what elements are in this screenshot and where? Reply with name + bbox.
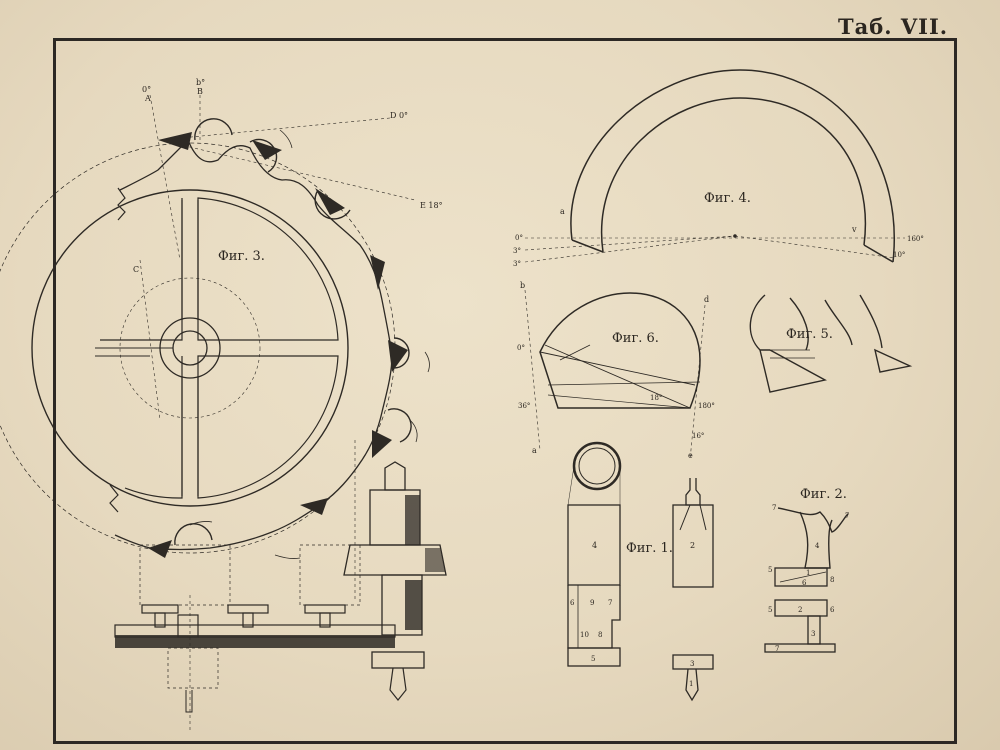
fig2-label-1: 1 <box>806 569 810 577</box>
fig4-label-10: 10° <box>893 251 905 259</box>
fig2-label-8: 8 <box>830 576 834 584</box>
fig4-title: Фиг. 4. <box>704 191 751 206</box>
fig3-label-e: E 18° <box>420 201 443 210</box>
fig2-label-2: 2 <box>798 606 802 614</box>
fig2-label-7c: 7 <box>775 645 779 653</box>
fig2-label-6b: 6 <box>830 606 835 614</box>
fig3-title: Фиг. 3. <box>218 249 265 264</box>
fig1-label-3: 3 <box>690 660 694 668</box>
fig1-label-2: 2 <box>690 541 695 550</box>
fig4-label-160: 160° <box>907 235 924 243</box>
fig1-title: Фиг. 1. <box>626 541 673 556</box>
fig2-label-7a: 7 <box>772 504 776 512</box>
fig3-label-a-deg: 0° <box>142 85 151 94</box>
fig6-label-e: e <box>688 451 693 460</box>
fig3-label-b: B <box>197 87 203 96</box>
fig2-label-4: 4 <box>815 542 820 550</box>
fig1-label-5: 5 <box>591 655 595 663</box>
fig2-label-5a: 5 <box>768 566 772 574</box>
fig6-title: Фиг. 6. <box>612 331 659 346</box>
fig1-label-1: 1 <box>689 680 693 688</box>
fig6-label-36: 36° <box>518 402 530 410</box>
fig2-label-7b: 7 <box>845 512 849 520</box>
fig3-label-c: C <box>133 265 139 274</box>
fig2-label-3: 3 <box>811 630 815 638</box>
fig3-label-b-deg: b° <box>196 78 205 87</box>
fig2-label-6a: 6 <box>802 579 807 587</box>
fig6-label-16: 16° <box>692 432 704 440</box>
fig4-label-a: a <box>560 207 565 216</box>
fig5-title: Фиг. 5. <box>786 327 833 342</box>
fig3-base-assembly <box>114 461 447 730</box>
fig2-label-5b: 5 <box>768 606 772 614</box>
fig4-arc: a v 0° 3° 3° 160° 10° Фиг. 4. <box>513 69 924 268</box>
fig6-label-a: a <box>532 446 537 455</box>
fig3-label-a: A <box>144 94 151 103</box>
fig1-label-8: 8 <box>598 631 602 639</box>
fig2-title: Фиг. 2. <box>800 487 847 502</box>
fig6-label-0: 0° <box>517 344 525 352</box>
plate-number: Таб. VII. <box>838 14 949 39</box>
fig6-label-18: 18° <box>650 394 662 402</box>
fig1-label-7: 7 <box>608 599 612 607</box>
fig3-escape-wheel: 0° A b° B C D 0° E 18° Фиг. 3. <box>0 78 443 600</box>
fig2-parts: Фиг. 2. 7 7 4 5 1 8 6 5 2 6 3 7 <box>764 487 849 653</box>
fig1-parts: 4 6 9 7 10 8 5 Фиг. 1. 2 3 1 <box>567 441 714 702</box>
fig1-label-4: 4 <box>592 541 597 550</box>
fig1-label-6: 6 <box>570 599 575 607</box>
fig6-label-b: b <box>520 281 525 290</box>
fig4-label-0: 0° <box>515 234 523 242</box>
fig6-pallet: b d 0° 36° 18° 180° 16° a e Фиг. 6. <box>517 281 715 461</box>
fig3-label-d: D 0° <box>390 111 408 120</box>
fig4-label-3b: 3° <box>513 260 521 268</box>
plate-border <box>53 38 957 744</box>
fig4-label-3: 3° <box>513 247 521 255</box>
fig1-label-10: 10 <box>580 631 589 639</box>
fig6-label-d: d <box>704 295 709 304</box>
fig5-pallets: Фиг. 5. <box>749 294 913 393</box>
fig4-label-v: v <box>851 225 857 234</box>
fig6-label-180: 180° <box>698 402 715 410</box>
fig1-label-9: 9 <box>590 599 594 607</box>
